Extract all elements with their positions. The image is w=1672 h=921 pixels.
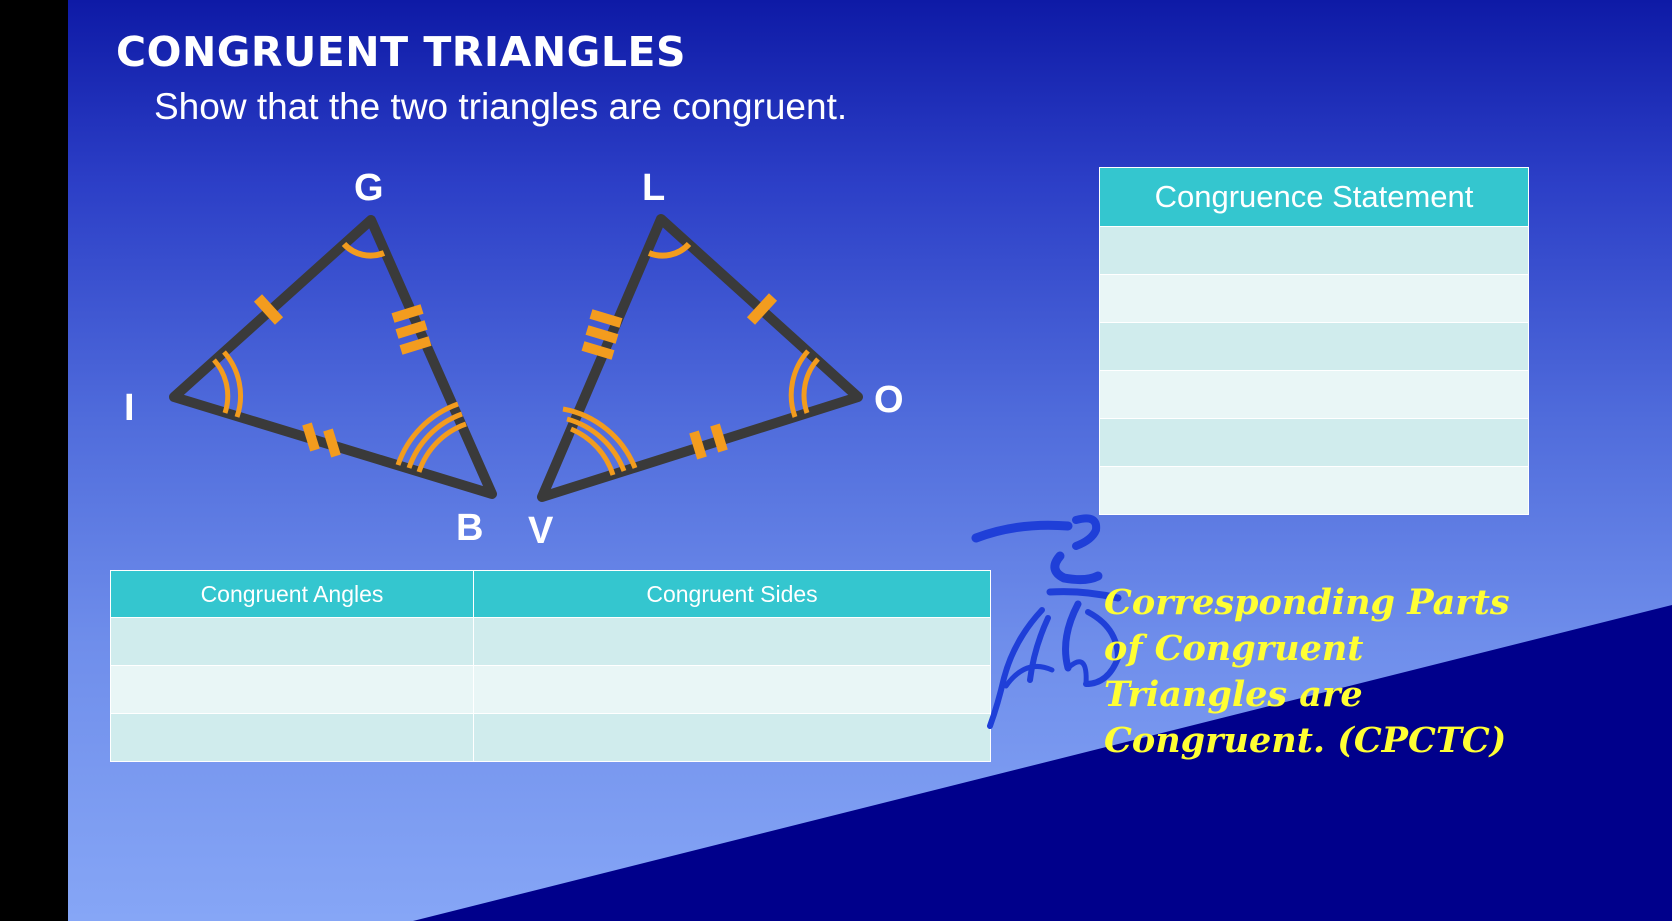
table-cell[interactable] xyxy=(110,617,474,666)
congruent-parts-table: Congruent Angles Congruent Sides xyxy=(110,570,991,762)
congruent-angles-header: Congruent Angles xyxy=(110,570,474,618)
cpctc-line: Corresponding Parts xyxy=(1104,582,1510,623)
corner-wedge-background xyxy=(413,605,1672,921)
table-cell[interactable] xyxy=(110,713,474,762)
angle-arc xyxy=(569,426,616,476)
table-row xyxy=(110,713,991,762)
slide: CONGRUENT TRIANGLES Show that the two tr… xyxy=(68,0,1672,921)
vertex-label-l: L xyxy=(642,167,665,209)
tick-mark xyxy=(746,293,778,325)
table-row xyxy=(110,617,991,666)
cpctc-line: Triangles are xyxy=(1104,674,1363,715)
angle-arc xyxy=(212,358,231,414)
tick-mark xyxy=(323,428,341,458)
triangle-gib xyxy=(169,215,497,499)
table-cell[interactable] xyxy=(1099,226,1529,275)
cpctc-line: Congruent. (CPCTC) xyxy=(1104,720,1507,761)
tick-mark xyxy=(689,430,707,460)
tick-mark xyxy=(581,341,615,360)
cpctc-line: of Congruent xyxy=(1104,628,1364,669)
cyclist-logo-icon xyxy=(971,514,1122,729)
congruent-triangles-diagram: G I B L V O xyxy=(124,167,904,552)
table-cell[interactable] xyxy=(1099,370,1529,419)
table-row xyxy=(110,665,991,714)
tick-mark xyxy=(302,422,320,452)
angle-arc xyxy=(395,401,459,466)
table-cell[interactable] xyxy=(110,665,474,714)
angle-arc xyxy=(566,416,627,472)
angle-arc xyxy=(801,357,820,414)
cpctc-note: Corresponding Parts of Congruent Triangl… xyxy=(1104,580,1664,764)
table-cell[interactable] xyxy=(473,665,991,714)
congruence-statement-header: Congruence Statement xyxy=(1099,167,1529,227)
tick-mark xyxy=(399,336,432,355)
slide-subtitle: Show that the two triangles are congruen… xyxy=(154,86,848,127)
angle-arc xyxy=(341,241,386,259)
table-cell[interactable] xyxy=(473,617,991,666)
angle-arc xyxy=(788,349,810,418)
congruence-statement-table: Congruence Statement xyxy=(1099,167,1529,515)
slide-title: CONGRUENT TRIANGLES xyxy=(116,28,686,76)
tick-mark xyxy=(585,325,619,344)
tick-mark xyxy=(710,423,728,453)
congruent-sides-header: Congruent Sides xyxy=(473,570,991,618)
tick-mark xyxy=(395,320,428,339)
angle-arc xyxy=(222,350,243,418)
angle-arc xyxy=(406,411,463,469)
angle-arc xyxy=(562,406,638,469)
tick-mark xyxy=(589,309,623,328)
angle-arc xyxy=(416,421,467,473)
tick-mark xyxy=(391,304,424,323)
table-cell[interactable] xyxy=(1099,418,1529,467)
triangle-lvo xyxy=(537,214,863,502)
table-cell[interactable] xyxy=(1099,274,1529,323)
angle-arc xyxy=(647,241,692,259)
vertex-label-o: O xyxy=(874,379,904,421)
tick-mark xyxy=(253,294,284,325)
vertex-label-i: I xyxy=(124,387,135,429)
table-cell[interactable] xyxy=(473,713,991,762)
table-cell[interactable] xyxy=(1099,466,1529,515)
vertex-label-v: V xyxy=(528,510,554,552)
vertex-label-g: G xyxy=(354,167,384,209)
table-cell[interactable] xyxy=(1099,322,1529,371)
vertex-label-b: B xyxy=(456,507,483,549)
